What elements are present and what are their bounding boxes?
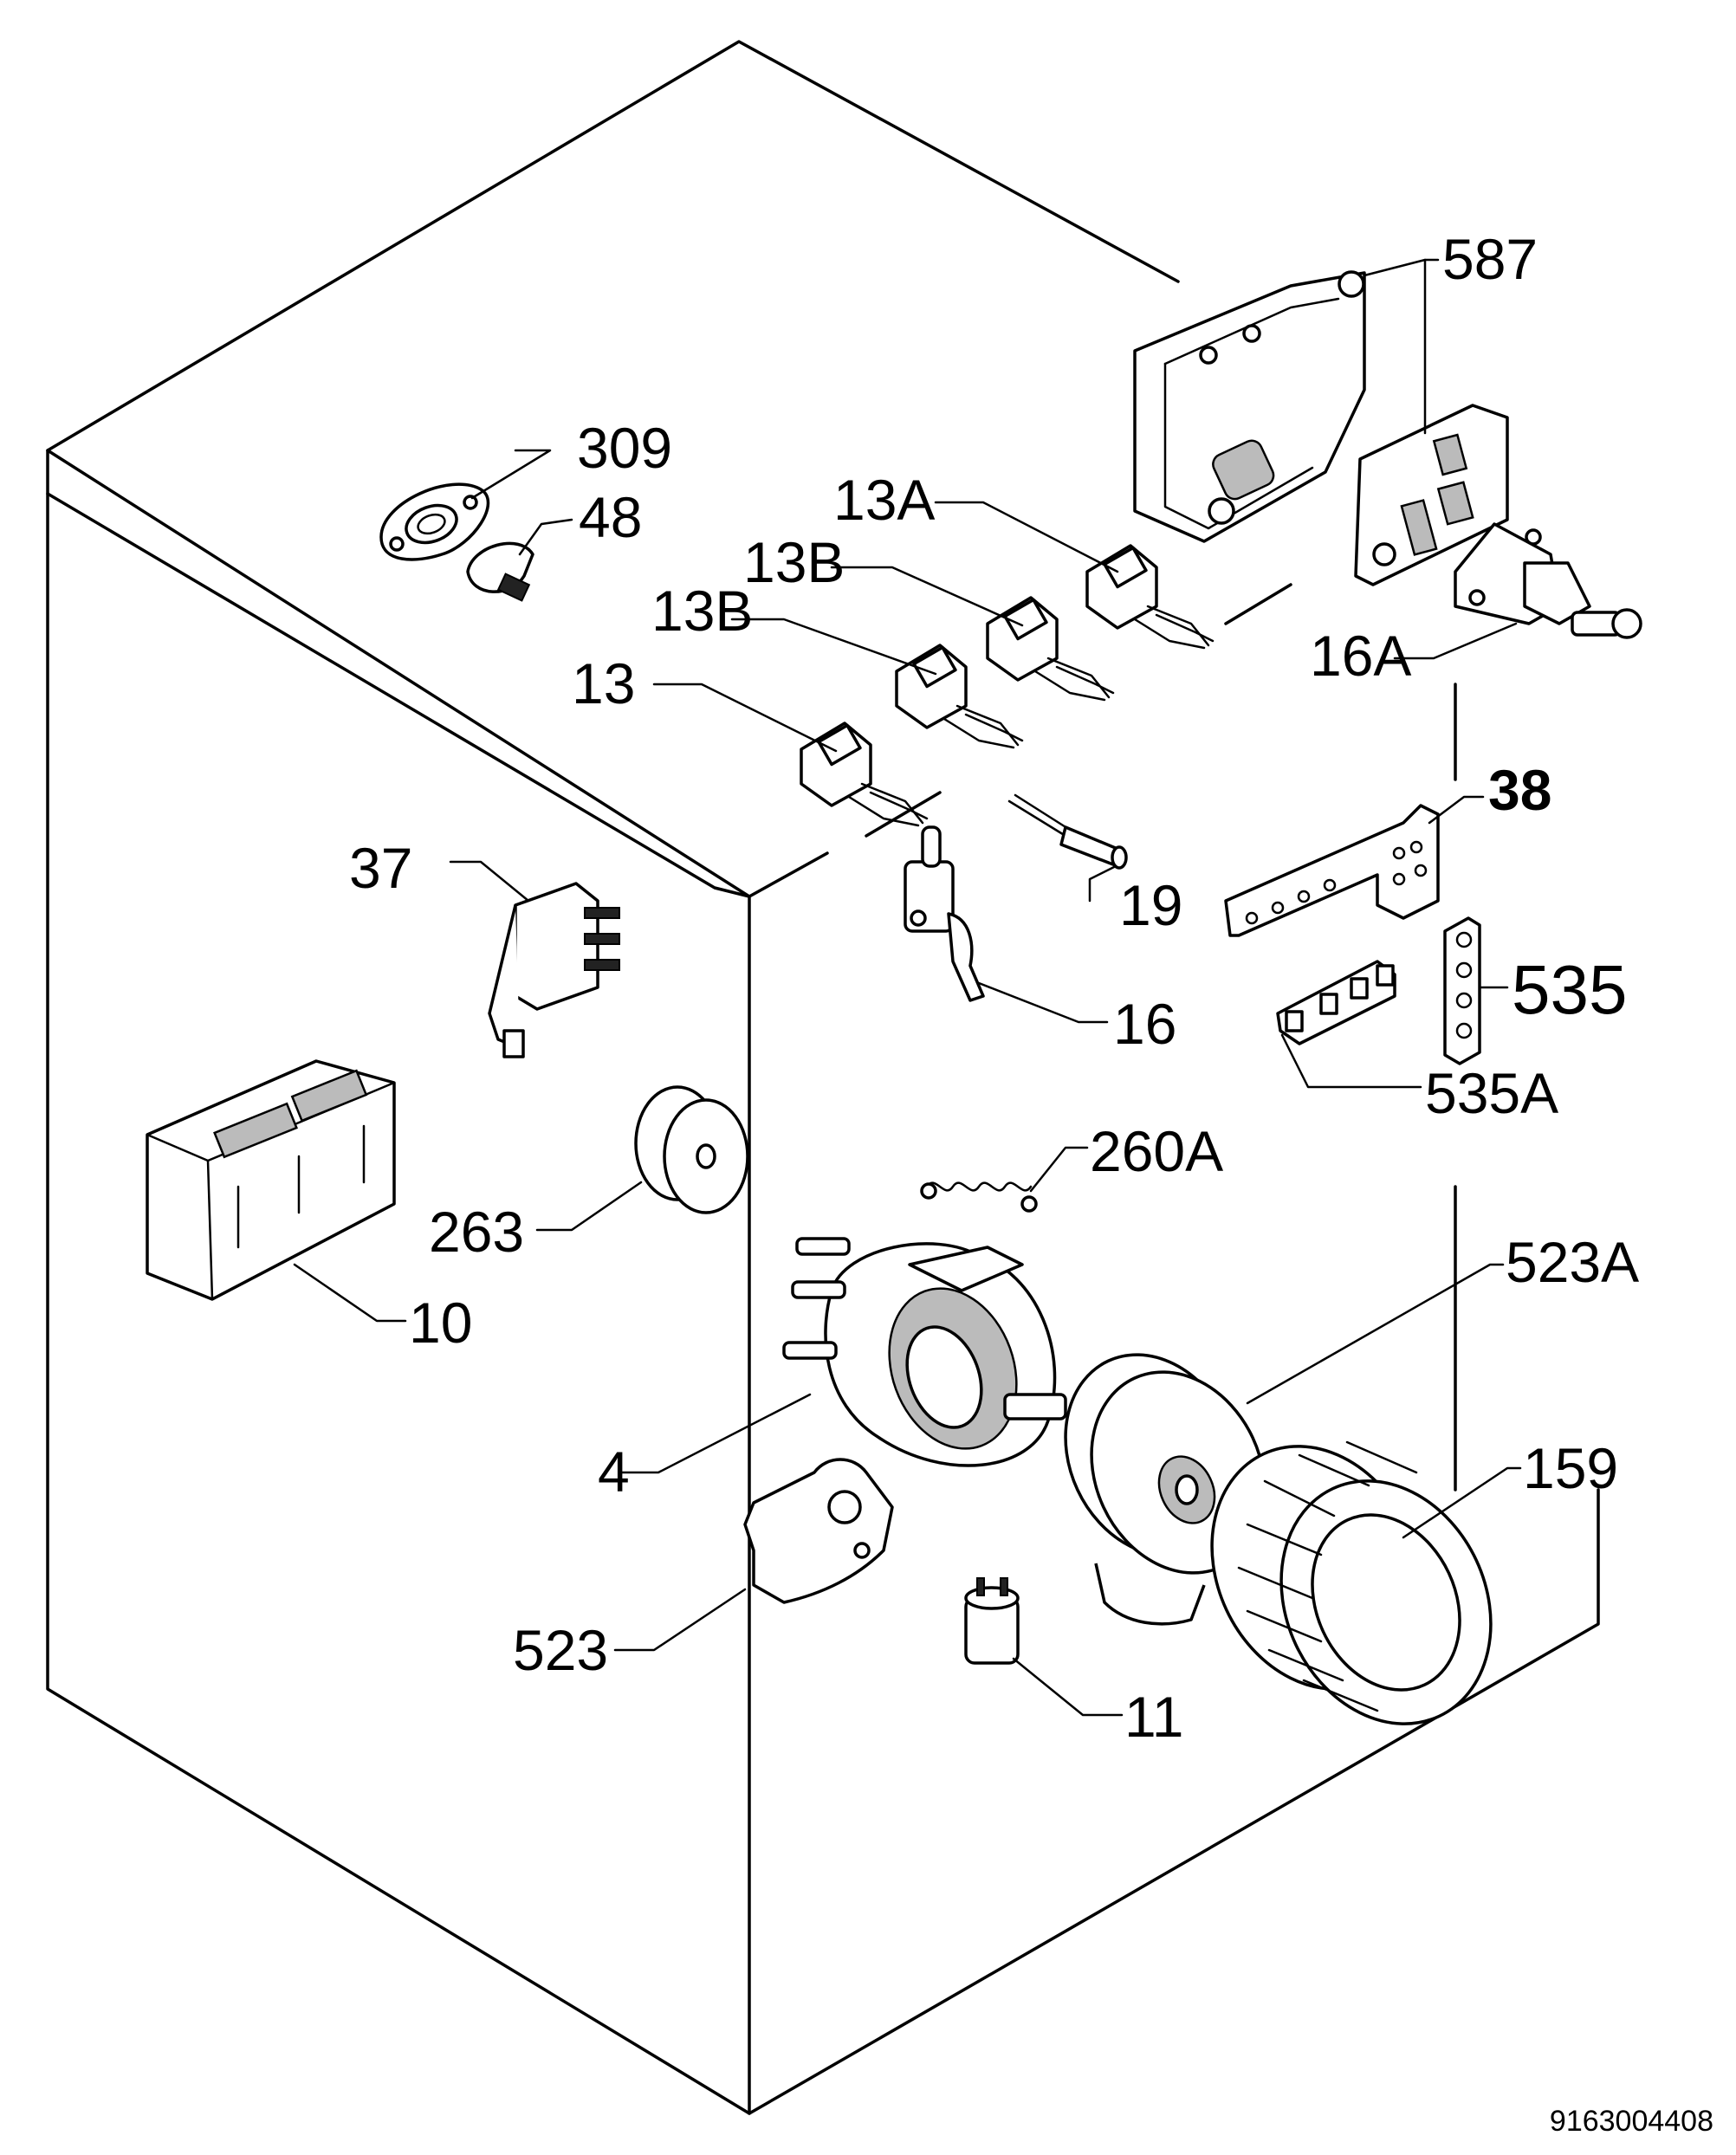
callout-11: 11 [1124, 1685, 1184, 1749]
callout-13: 13 [572, 651, 635, 715]
filter-10 [146, 1059, 396, 1301]
fan-impeller-159 [1210, 1440, 1493, 1725]
callout-13B-upper: 13B [743, 530, 845, 594]
callout-159: 159 [1523, 1436, 1618, 1500]
thermostat-48 [466, 541, 534, 602]
capacitor-11 [964, 1577, 1020, 1665]
callout-263: 263 [429, 1200, 524, 1264]
control-housing-587 [1133, 270, 1366, 543]
callout-16: 16 [1113, 992, 1176, 1056]
leader-lines [293, 258, 1522, 1717]
switch-13A [1085, 544, 1215, 650]
callout-13A: 13A [833, 468, 935, 532]
callout-48: 48 [579, 485, 642, 549]
pin-19 [1007, 793, 1128, 870]
control-pcb-587 [1354, 404, 1509, 586]
callout-13B-lower: 13B [651, 579, 753, 643]
callout-10: 10 [409, 1291, 472, 1355]
bracket-38 [1224, 804, 1440, 937]
motor-bracket-523 [743, 1458, 894, 1604]
callout-labels: 587 309 48 13A 13B 13B 13 16A 38 37 19 1… [349, 227, 1639, 1749]
spring-260A [920, 1181, 1038, 1213]
motor-4 [782, 1237, 1067, 1467]
callout-260A: 260A [1090, 1119, 1223, 1183]
callout-16A: 16A [1310, 624, 1411, 688]
suppressor-37 [488, 882, 620, 1058]
callout-309: 309 [577, 416, 672, 480]
callout-523: 523 [513, 1618, 608, 1682]
terminal-block-535 [1443, 916, 1481, 1065]
callout-19: 19 [1119, 873, 1182, 937]
pulley-263 [634, 1085, 749, 1214]
gasket-309 [379, 482, 490, 561]
callout-4: 4 [598, 1440, 630, 1504]
lever-switch-16 [904, 825, 985, 1002]
switch-13 [800, 722, 929, 827]
cabinet-outline [46, 40, 1600, 2115]
callout-535A: 535A [1425, 1061, 1558, 1125]
callout-523A: 523A [1506, 1230, 1639, 1294]
document-number: 9163004408 [1550, 2105, 1713, 2138]
callout-535: 535 [1512, 951, 1627, 1028]
selector-switch-16A [1454, 522, 1642, 639]
terminal-block-535A [1276, 960, 1396, 1045]
callout-37: 37 [349, 836, 412, 900]
callout-587: 587 [1442, 227, 1538, 291]
callout-38: 38 [1488, 758, 1551, 822]
